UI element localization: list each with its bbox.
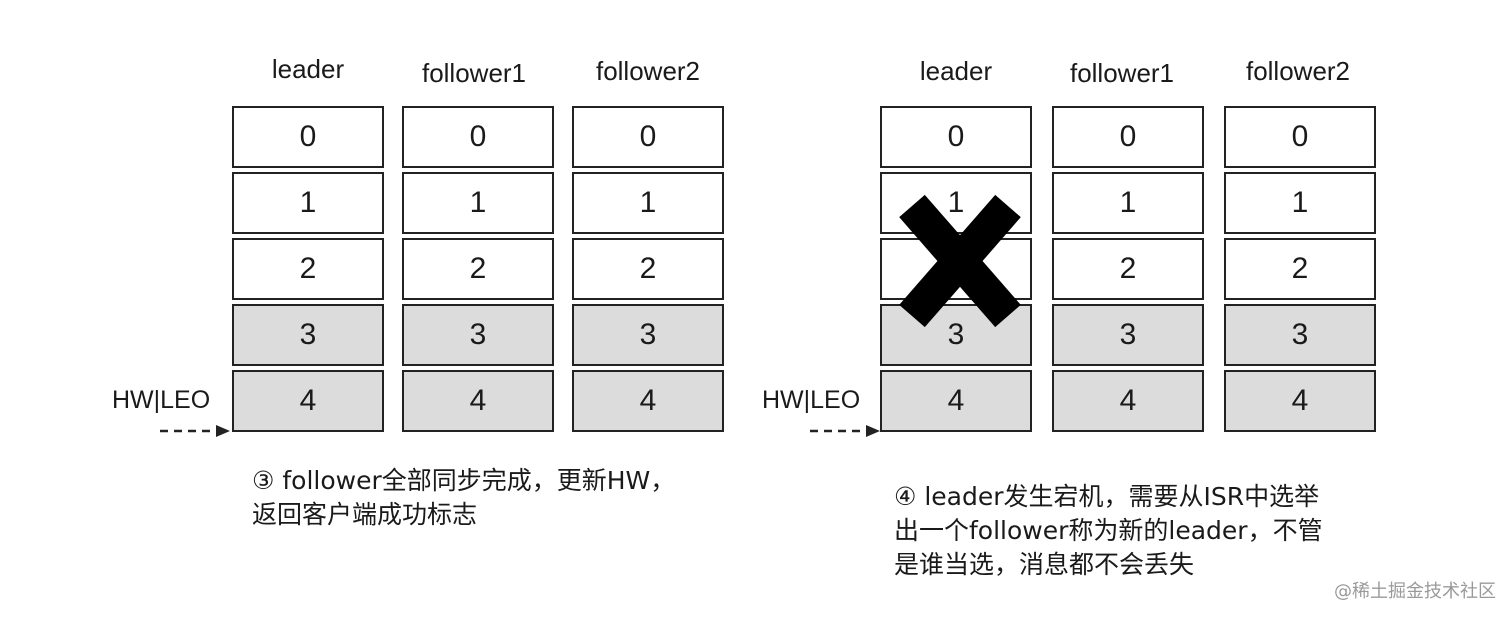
log-cell-committed: 3 xyxy=(1224,304,1376,366)
log-cell-committed: 3 xyxy=(402,304,554,366)
column-header-leader: leader xyxy=(919,56,993,86)
log-cell: 0 xyxy=(402,106,554,168)
caption-step3: ③ follower全部同步完成，更新HW， 返回客户端成功标志 xyxy=(252,466,676,529)
hw-leo-arrow-icon xyxy=(810,425,880,437)
log-cell: 2 xyxy=(232,238,384,300)
column-header-follower1: follower1 xyxy=(421,58,527,88)
hw-leo-arrow-icon xyxy=(160,425,230,437)
log-cell-committed: 3 xyxy=(880,304,1032,366)
log-cell: 0 xyxy=(1052,106,1204,168)
log-cell-committed: 4 xyxy=(232,370,384,432)
log-cell: 1 xyxy=(402,172,554,234)
hw-leo-label: HW|LEO xyxy=(112,386,211,414)
watermark: @稀土掘金技术社区 xyxy=(1334,581,1496,602)
log-cell: 2 xyxy=(880,238,1032,300)
hw-leo-label: HW|LEO xyxy=(762,386,861,414)
column-header-leader: leader xyxy=(271,54,345,84)
log-cell-committed: 4 xyxy=(402,370,554,432)
log-cell: 1 xyxy=(1224,172,1376,234)
panel-step3: leader follower1 follower2 0 1 2 3 4 0 1… xyxy=(112,54,724,529)
log-cell: 1 xyxy=(232,172,384,234)
log-cell: 0 xyxy=(572,106,724,168)
log-cell: 0 xyxy=(232,106,384,168)
column-header-follower2: follower2 xyxy=(1245,56,1351,86)
log-cell-committed: 4 xyxy=(880,370,1032,432)
log-cell: 2 xyxy=(1052,238,1204,300)
log-cell: 1 xyxy=(1052,172,1204,234)
column-header-follower1: follower1 xyxy=(1069,58,1175,88)
caption-step4: ④ leader发生宕机，需要从ISR中选举 出一个follower称为新的le… xyxy=(894,482,1323,579)
log-cell-committed: 4 xyxy=(1052,370,1204,432)
log-cell: 0 xyxy=(880,106,1032,168)
log-cell: 1 xyxy=(880,172,1032,234)
log-cell-committed: 3 xyxy=(232,304,384,366)
log-cell-committed: 3 xyxy=(1052,304,1204,366)
log-cell: 1 xyxy=(572,172,724,234)
log-cell-committed: 4 xyxy=(572,370,724,432)
log-cell: 2 xyxy=(572,238,724,300)
log-cell-committed: 4 xyxy=(1224,370,1376,432)
log-cell: 0 xyxy=(1224,106,1376,168)
column-header-follower2: follower2 xyxy=(595,56,701,86)
log-cell: 2 xyxy=(1224,238,1376,300)
log-cell-committed: 3 xyxy=(572,304,724,366)
log-cell: 2 xyxy=(402,238,554,300)
